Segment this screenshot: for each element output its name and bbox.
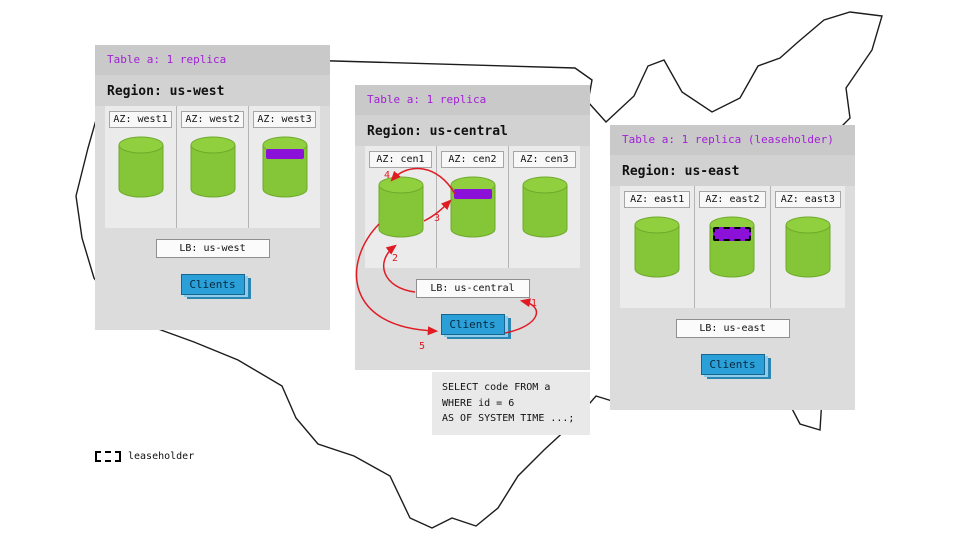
sql-line-3: AS OF SYSTEM TIME ...; — [442, 413, 575, 424]
replica-cylinder-cen2 — [449, 175, 497, 239]
leaseholder-band-east2 — [713, 227, 752, 241]
table-replica-header-central: Table a: 1 replica — [355, 85, 590, 115]
az-label-cen2: AZ: cen2 — [441, 151, 504, 168]
az-column-west1: AZ: west1 — [105, 106, 177, 228]
clients-button-west: Clients — [180, 274, 245, 295]
region-title-east: Region: us-east — [610, 155, 855, 186]
az-label-east1: AZ: east1 — [624, 191, 691, 208]
database-cylinder-icon — [118, 136, 163, 198]
az-label-cen1: AZ: cen1 — [369, 151, 432, 168]
az-container-central: AZ: cen1 AZ: cen2 AZ: cen3 — [365, 146, 580, 268]
replica-cylinder-west2 — [189, 135, 237, 199]
replica-cylinder-west1 — [117, 135, 165, 199]
legend: leaseholder — [95, 451, 194, 462]
replica-band-west3 — [265, 149, 304, 159]
replica-band-cen2 — [453, 189, 492, 199]
database-cylinder-icon — [378, 176, 423, 238]
az-column-cen1: AZ: cen1 — [365, 146, 437, 268]
az-label-west3: AZ: west3 — [253, 111, 316, 128]
replica-cylinder-east3 — [784, 215, 832, 279]
replica-cylinder-cen3 — [521, 175, 569, 239]
database-cylinder-icon — [522, 176, 567, 238]
legend-label: leaseholder — [128, 451, 195, 462]
sql-query-box: SELECT code FROM a WHERE id = 6 AS OF SY… — [432, 372, 590, 435]
az-label-east3: AZ: east3 — [774, 191, 841, 208]
az-column-east2: AZ: east2 — [695, 186, 771, 308]
leaseholder-swatch-icon — [95, 451, 121, 462]
az-container-west: AZ: west1 AZ: west2 AZ: west3 — [105, 106, 320, 228]
region-title-west: Region: us-west — [95, 75, 330, 106]
clients-button-east: Clients — [700, 354, 765, 375]
az-column-east1: AZ: east1 — [620, 186, 696, 308]
database-cylinder-icon — [709, 216, 755, 278]
database-cylinder-icon — [190, 136, 235, 198]
region-panel-us-east: Table a: 1 replica (leaseholder) Region:… — [610, 125, 855, 410]
load-balancer-east: LB: us-east — [675, 319, 790, 338]
load-balancer-central: LB: us-central — [415, 279, 530, 298]
database-cylinder-icon — [634, 216, 680, 278]
sql-line-2: WHERE id = 6 — [442, 397, 515, 409]
replica-cylinder-east1 — [633, 215, 681, 279]
region-panel-us-west: Table a: 1 replica Region: us-west AZ: w… — [95, 45, 330, 330]
az-label-east2: AZ: east2 — [699, 191, 766, 208]
load-balancer-west: LB: us-west — [155, 239, 270, 258]
database-cylinder-icon — [450, 176, 495, 238]
database-cylinder-icon — [262, 136, 307, 198]
az-column-east3: AZ: east3 — [771, 186, 845, 308]
region-panel-us-central: Table a: 1 replica Region: us-central AZ… — [355, 85, 590, 370]
az-column-cen2: AZ: cen2 — [437, 146, 509, 268]
clients-button-central: Clients — [440, 314, 505, 335]
sql-line-1: SELECT code FROM a — [442, 382, 551, 393]
az-label-west1: AZ: west1 — [109, 111, 172, 128]
az-label-west2: AZ: west2 — [181, 111, 244, 128]
az-column-west3: AZ: west3 — [249, 106, 320, 228]
az-container-east: AZ: east1 AZ: east2 AZ: east3 — [620, 186, 845, 308]
replica-cylinder-east2 — [708, 215, 756, 279]
region-title-central: Region: us-central — [355, 115, 590, 146]
table-replica-header-west: Table a: 1 replica — [95, 45, 330, 75]
table-replica-header-east: Table a: 1 replica (leaseholder) — [610, 125, 855, 155]
replica-cylinder-west3 — [261, 135, 309, 199]
az-label-cen3: AZ: cen3 — [513, 151, 576, 168]
az-column-cen3: AZ: cen3 — [509, 146, 580, 268]
replica-cylinder-cen1 — [377, 175, 425, 239]
database-cylinder-icon — [785, 216, 831, 278]
az-column-west2: AZ: west2 — [177, 106, 249, 228]
